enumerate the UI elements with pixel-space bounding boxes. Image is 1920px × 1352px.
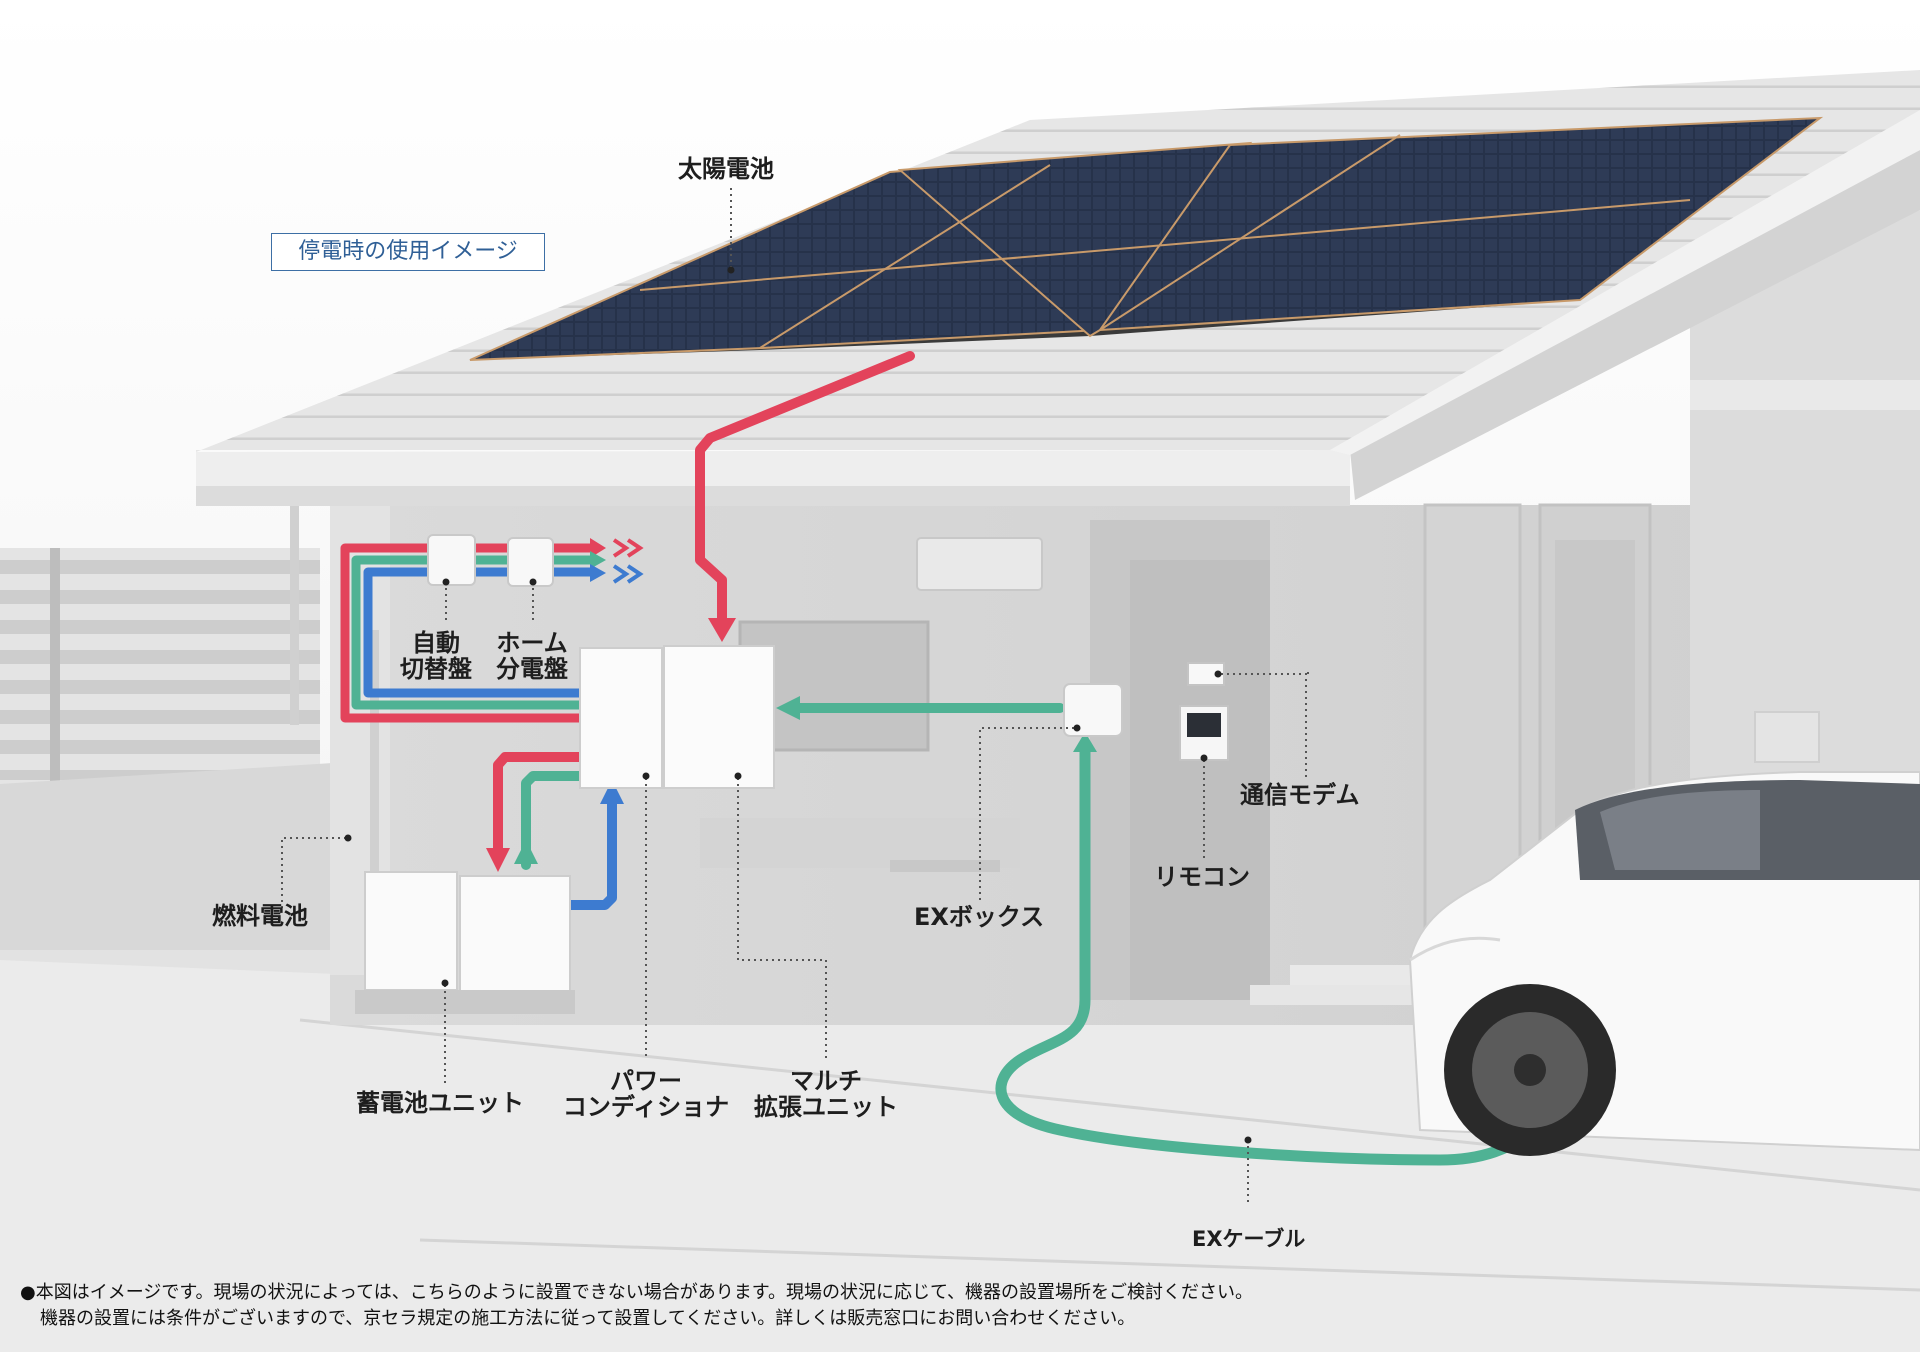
- home-panel-box: [507, 537, 554, 587]
- electric-car: [1408, 771, 1920, 1156]
- label-home-panel: ホーム 分電盤: [496, 629, 568, 683]
- ex-box: [1063, 683, 1123, 737]
- footnote-line-2: 機器の設置には条件がございますので、京セラ規定の施工方法に従って設置してください…: [40, 1308, 1136, 1329]
- auto-switch-box: [427, 534, 476, 586]
- label-fuel-cell: 燃料電池: [212, 902, 308, 930]
- label-remote: リモコン: [1154, 863, 1250, 891]
- label-multi-unit: マルチ 拡張ユニット: [754, 1067, 898, 1121]
- fence: [0, 548, 380, 950]
- label-solar-cell: 太陽電池: [678, 155, 774, 183]
- footnote-line-1: ●本図はイメージです。現場の状況によっては、こちらのように設置できない場合があり…: [20, 1282, 1254, 1303]
- label-ex-box: EXボックス: [914, 903, 1045, 931]
- flow-arrowheads: [486, 538, 1097, 872]
- storage-battery-box: [459, 875, 571, 999]
- power-conditioner-box: [579, 647, 663, 789]
- leader-lines: [281, 188, 1309, 1205]
- label-auto-switch: 自動 切替盤: [400, 629, 472, 683]
- label-storage-unit: 蓄電池ユニット: [356, 1089, 524, 1117]
- label-power-conditioner: パワー コンディショナ: [562, 1067, 730, 1121]
- outage-usage-badge: 停電時の使用イメージ: [271, 233, 545, 271]
- modem-box: [1187, 662, 1225, 686]
- multi-unit-box: [663, 645, 775, 789]
- label-ex-cable: EXケーブル: [1192, 1227, 1306, 1251]
- label-modem: 通信モデム: [1240, 781, 1360, 809]
- fuel-cell-box: [364, 871, 458, 991]
- solar-panels: [469, 116, 1824, 361]
- air-conditioner: [916, 537, 1043, 591]
- equipment: [355, 534, 1229, 1014]
- leader-dots: [344, 266, 1252, 1144]
